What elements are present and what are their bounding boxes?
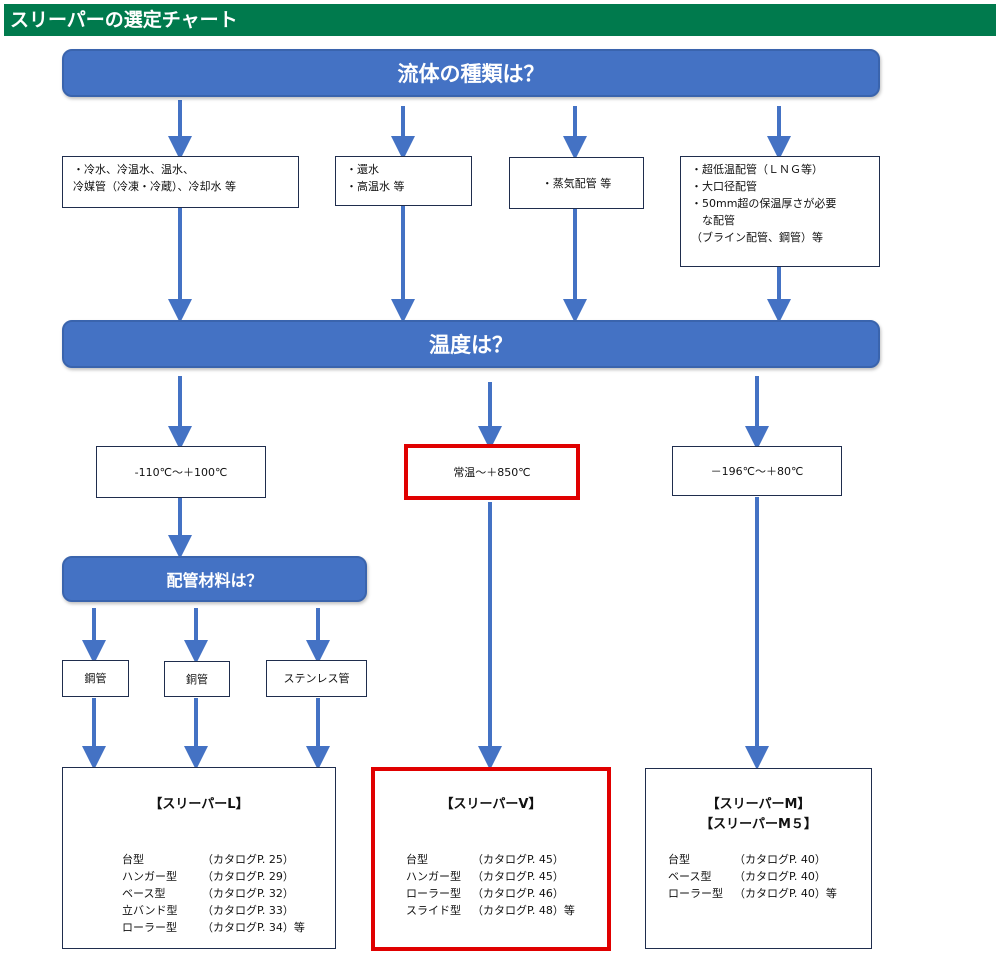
fluid-question-header: 流体の種類は？ xyxy=(62,49,880,97)
product-row-ref: （カタログP. 40） xyxy=(734,870,826,883)
product-row: 立バンド型 （カタログP. 33） xyxy=(122,902,335,919)
product-sleeper-m: 【スリーパーM】 【スリーパーM５】 台型 （カタログP. 40） ベース型 （カタ… xyxy=(645,768,872,949)
product-row-ref: （カタログP. 46） xyxy=(472,887,564,900)
fluid-option-line: 冷媒管（冷凍・冷蔵）、冷却水 等 xyxy=(73,180,236,193)
fluid-option-line: ・50mm超の保温厚さが必要 xyxy=(691,197,837,210)
product-title: 【スリーパーV】 xyxy=(440,797,542,812)
product-row-ref: （カタログP. 40）等 xyxy=(734,887,837,900)
product-row: ハンガー型 （カタログP. 45） xyxy=(406,868,607,885)
material-option-copper-pipe: 銅管 xyxy=(164,661,230,697)
material-option-steel-pipe: 鋼管 xyxy=(62,660,129,697)
product-row-name: スライド型 xyxy=(406,904,461,917)
product-row-ref: （カタログP. 32） xyxy=(202,887,294,900)
product-row: ベース型 （カタログP. 32） xyxy=(122,885,335,902)
product-row-name: 立バンド型 xyxy=(122,904,178,917)
product-title: 【スリーパーL】 xyxy=(149,797,249,812)
product-row-ref: （カタログP. 33） xyxy=(202,904,294,917)
product-row: 台型 （カタログP. 25） xyxy=(122,851,335,868)
product-row-name: ハンガー型 xyxy=(406,870,461,883)
product-row-name: 台型 xyxy=(668,853,690,866)
product-row: ローラー型 （カタログP. 34）等 xyxy=(122,919,335,936)
product-row: スライド型 （カタログP. 48）等 xyxy=(406,902,607,919)
fluid-option-cold-water: ・冷水、冷温水、温水、 冷媒管（冷凍・冷蔵）、冷却水 等 xyxy=(62,156,299,208)
product-row-name: ローラー型 xyxy=(406,887,461,900)
product-row-ref: （カタログP. 45） xyxy=(472,870,564,883)
product-row: ローラー型 （カタログP. 46） xyxy=(406,885,607,902)
product-row-ref: （カタログP. 40） xyxy=(734,853,826,866)
product-row-name: ローラー型 xyxy=(122,921,177,934)
product-row: ローラー型 （カタログP. 40）等 xyxy=(668,885,871,902)
fluid-option-ultra-low-temp: ・超低温配管（ＬＮＧ等） ・大口径配管 ・50mm超の保温厚さが必要 な配管 （… xyxy=(680,156,880,267)
temperature-question-header: 温度は？ xyxy=(62,320,880,368)
product-row-ref: （カタログP. 34）等 xyxy=(202,921,305,934)
product-sleeper-l: 【スリーパーL】 台型（カタログP. 25） ハンガー型（カタログP. 29） … xyxy=(62,767,336,949)
fluid-option-line: ・冷水、冷温水、温水、 xyxy=(73,163,194,176)
fluid-option-line: （ブライン配管、鋼管）等 xyxy=(691,231,823,244)
fluid-option-line: な配管 xyxy=(691,214,735,227)
page-title: スリーパーの選定チャート xyxy=(4,4,996,36)
fluid-option-line: ・大口径配管 xyxy=(691,180,757,193)
product-row-name: ハンガー型 xyxy=(122,870,177,883)
material-question-header: 配管材料は？ xyxy=(62,556,367,602)
product-title: 【スリーパーM】 xyxy=(706,797,811,812)
product-row-name: ローラー型 xyxy=(668,887,723,900)
product-row-name: 台型 xyxy=(406,853,428,866)
fluid-option-line: ・還水 xyxy=(346,163,379,176)
product-row: 台型 （カタログP. 45） xyxy=(406,851,607,868)
product-row: 台型 （カタログP. 40） xyxy=(668,851,871,868)
product-row: ベース型 （カタログP. 40） xyxy=(668,868,871,885)
temp-option-ambient-850: 常温～＋850℃ xyxy=(404,444,580,500)
product-row-ref: （カタログP. 48）等 xyxy=(472,904,575,917)
product-sleeper-v: 【スリーパーV】 台型（カタログP. 45） ハンガー型（カタログP. 45） … xyxy=(371,767,611,951)
fluid-option-return-water: ・還水 ・高温水 等 xyxy=(335,156,472,206)
product-row-name: 台型 xyxy=(122,853,144,866)
fluid-option-line: ・超低温配管（ＬＮＧ等） xyxy=(691,163,823,176)
fluid-option-line: ・蒸気配管 等 xyxy=(541,176,612,190)
product-row-name: ベース型 xyxy=(668,870,712,883)
product-row: ハンガー型 （カタログP. 29） xyxy=(122,868,335,885)
product-row-name: ベース型 xyxy=(122,887,166,900)
temp-option-minus110-100: -110℃～＋100℃ xyxy=(96,446,266,498)
product-row-ref: （カタログP. 29） xyxy=(202,870,294,883)
fluid-option-steam: ・蒸気配管 等 xyxy=(509,157,644,209)
product-row-ref: （カタログP. 45） xyxy=(472,853,564,866)
temp-option-minus196-80: －196℃～＋80℃ xyxy=(672,446,842,496)
product-row-ref: （カタログP. 25） xyxy=(202,853,294,866)
fluid-option-line: ・高温水 等 xyxy=(346,180,405,193)
material-option-stainless-pipe: ステンレス管 xyxy=(266,660,367,697)
product-title: 【スリーパーM５】 xyxy=(700,817,817,832)
